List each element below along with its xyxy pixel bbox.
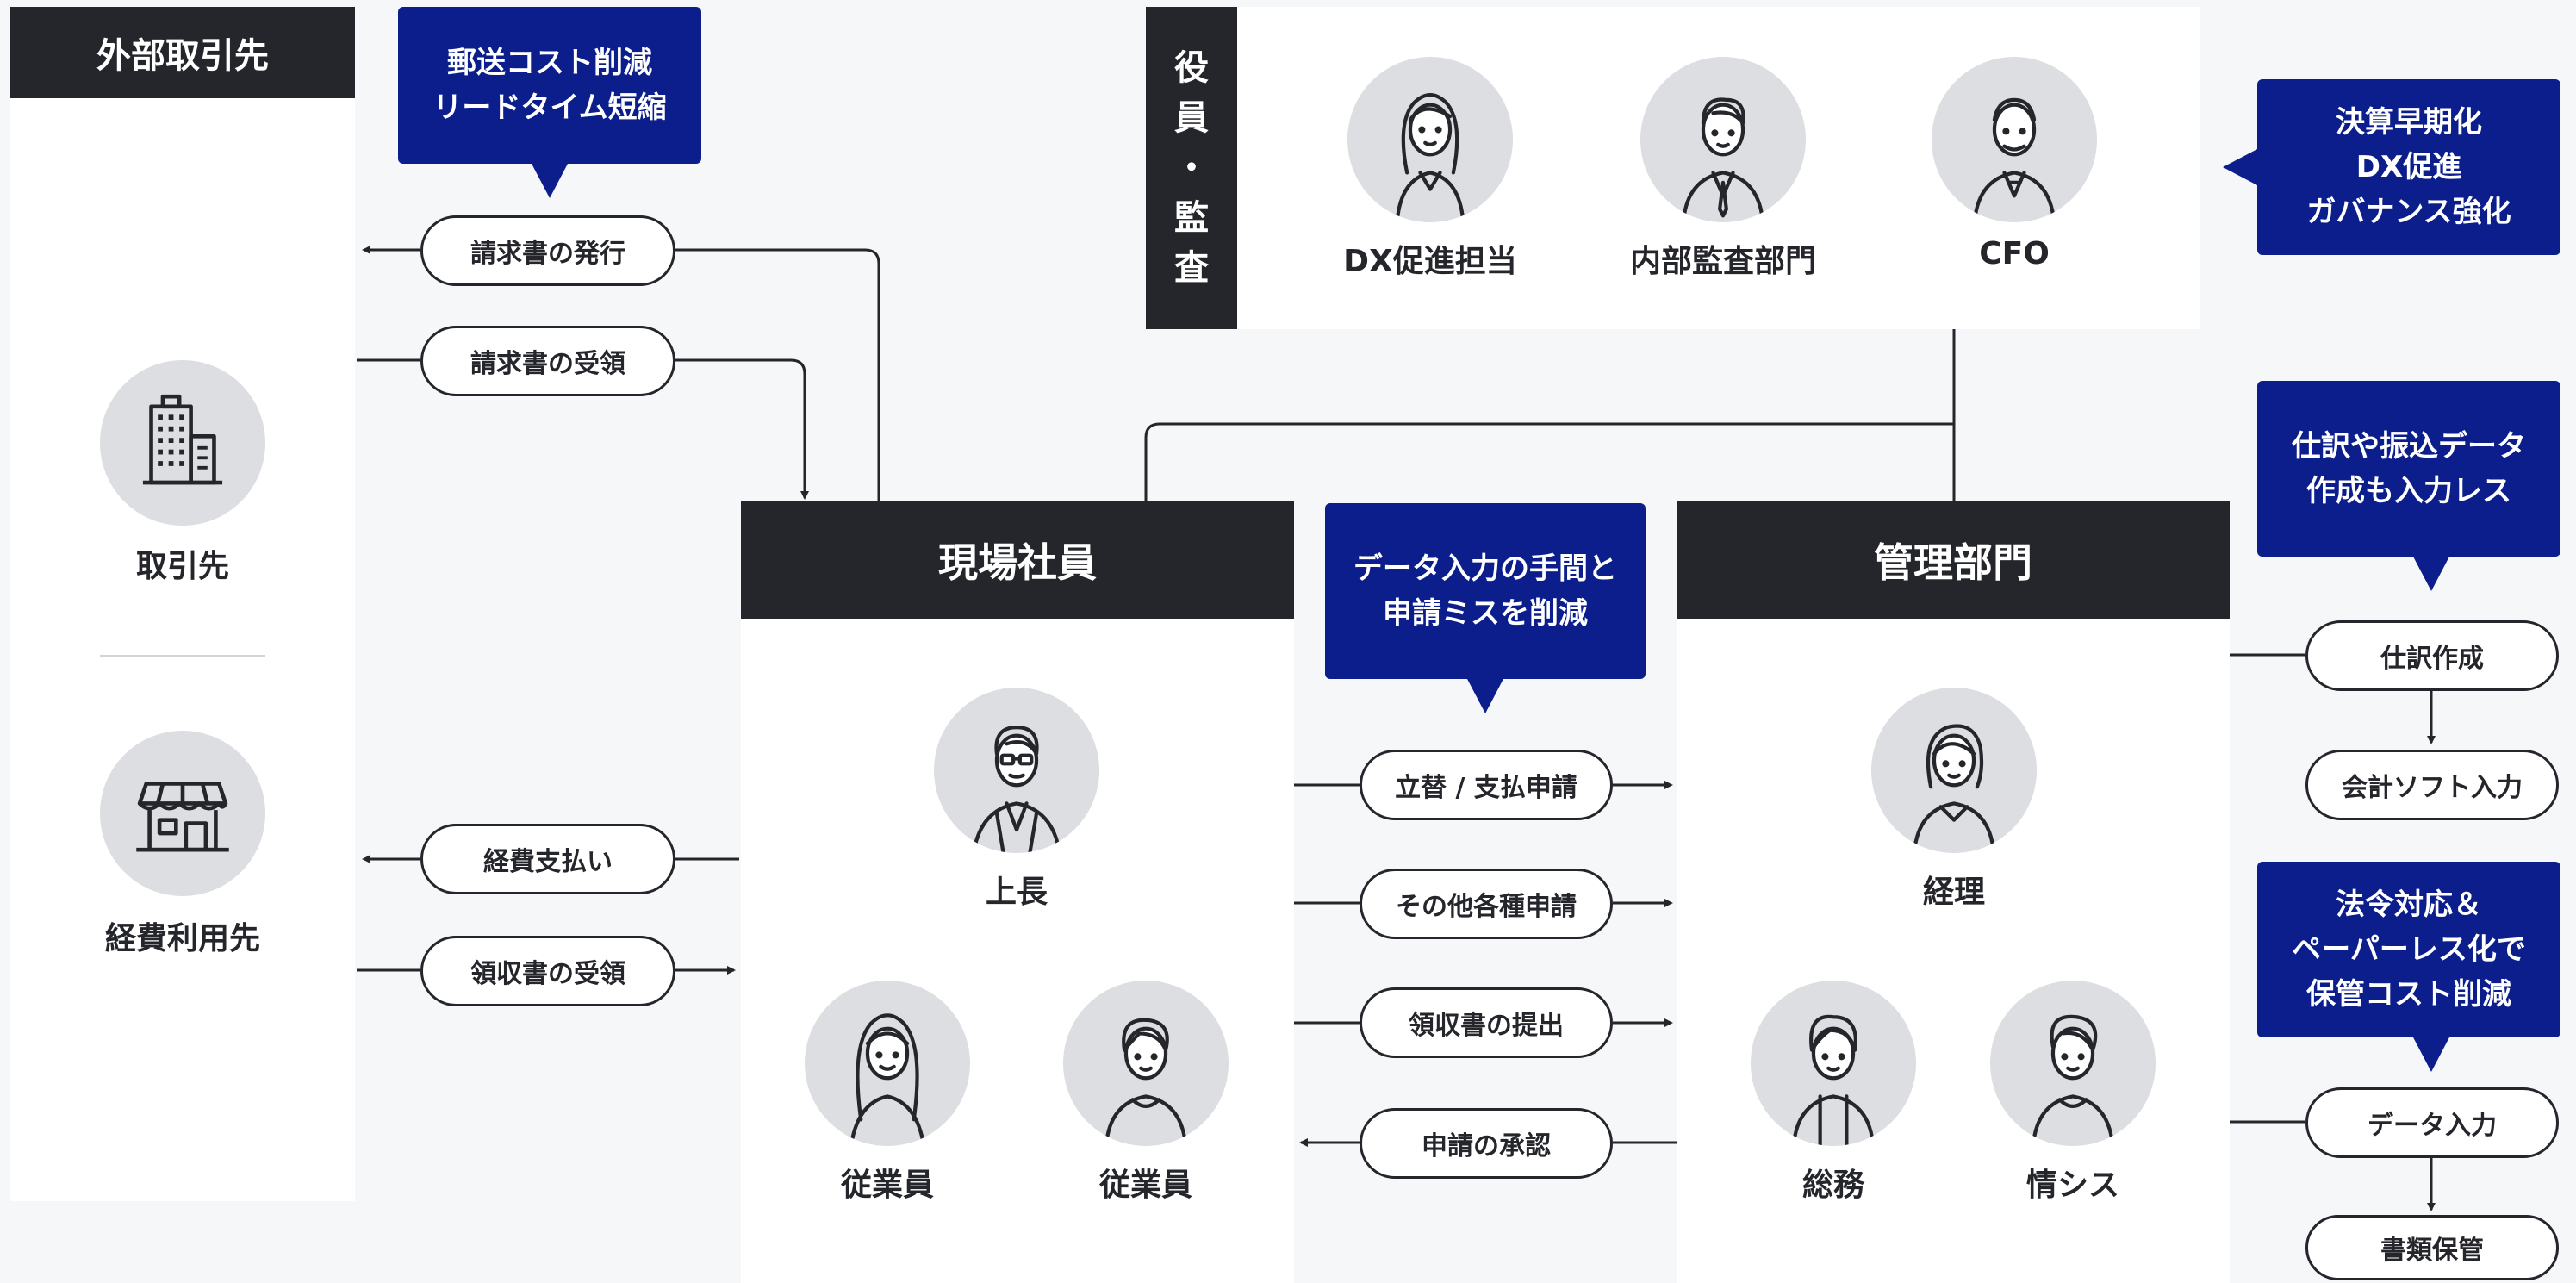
title-char: ・ [1174, 148, 1209, 188]
it-staff-avatar [1990, 981, 2156, 1146]
title-char: 査 [1174, 248, 1209, 288]
executives-title: 役 員 ・ 監 査 [1146, 7, 1237, 329]
building-icon [100, 360, 265, 526]
callout-line: ペーパーレス化で [2292, 932, 2526, 967]
flow-data-input: データ入力 [2305, 1087, 2559, 1158]
title-char: 監 [1174, 198, 1209, 238]
member-label: 経理 [1922, 875, 1985, 910]
callout-postal-cost: 郵送コスト削減 リードタイム短縮 [398, 7, 701, 164]
partner-label: 取引先 [135, 549, 229, 584]
external-partners-panel: 外部取引先 取引先 [10, 7, 355, 1201]
flow-reimbursement: 立替 / 支払申請 [1360, 750, 1613, 820]
member-label: CFO [1979, 236, 2050, 271]
member-label: DX促進担当 [1343, 244, 1517, 279]
male-employee-avatar [1063, 981, 1229, 1146]
callout-journal: 仕訳や振込データ 作成も入力レス [2257, 381, 2560, 557]
callout-line: 作成も入力レス [2306, 474, 2511, 508]
member-label: 内部監査部門 [1629, 244, 1816, 279]
callout-legal: 法令対応＆ ペーパーレス化で 保管コスト削減 [2257, 862, 2560, 1037]
senior-male-avatar [1932, 57, 2097, 222]
callout-line: 仕訳や振込データ [2292, 429, 2526, 464]
callout-line: 法令対応＆ [2336, 888, 2482, 922]
callout-pointer [531, 162, 569, 198]
flow-approval: 申請の承認 [1360, 1108, 1613, 1179]
title-char: 員 [1174, 98, 1209, 138]
general-affairs-avatar [1751, 981, 1916, 1146]
flow-invoice-receive: 請求書の受領 [420, 326, 675, 396]
flow-doc-storage: 書類保管 [2305, 1215, 2559, 1280]
member-label: 総務 [1801, 1168, 1864, 1203]
field-employees-header: 現場社員 [741, 501, 1294, 619]
callout-pointer [1466, 677, 1504, 713]
flow-expense-payment: 経費支払い [420, 824, 675, 894]
callout-pointer [2412, 1036, 2450, 1072]
callout-pointer [2412, 555, 2450, 591]
flow-invoice-issue: 請求書の発行 [420, 215, 675, 286]
external-partners-header: 外部取引先 [10, 7, 355, 98]
flow-other-requests: その他各種申請 [1360, 869, 1613, 939]
member-label: 従業員 [1098, 1168, 1192, 1203]
female-employee-avatar [805, 981, 970, 1146]
title-char: 役 [1174, 48, 1209, 88]
admin-department-header: 管理部門 [1677, 501, 2230, 619]
admin-department-panel: 管理部門 経理 総務 [1677, 501, 2230, 1283]
executives-panel: 役 員 ・ 監 査 DX促進担当 [1146, 7, 2200, 329]
female-person-avatar [1347, 57, 1513, 222]
divider [100, 655, 265, 657]
callout-closing: 決算早期化 DX促進 ガバナンス強化 [2257, 79, 2560, 255]
callout-line: 決算早期化 [2336, 105, 2482, 140]
flow-receipt-receive: 領収書の受領 [420, 936, 675, 1006]
callout-line: 郵送コスト削減 [447, 46, 652, 80]
member-label: 従業員 [840, 1168, 934, 1203]
manager-avatar [934, 688, 1099, 853]
callout-line: リードタイム短縮 [432, 90, 667, 125]
callout-line: データ入力の手間と [1353, 551, 1617, 586]
callout-line: ガバナンス強化 [2306, 195, 2511, 229]
callout-line: DX促進 [2355, 150, 2462, 184]
flow-accounting-input: 会計ソフト入力 [2305, 750, 2559, 820]
callout-line: 申請ミスを削減 [1383, 596, 1588, 631]
flow-receipt-submit: 領収書の提出 [1360, 987, 1613, 1058]
flow-journal-create: 仕訳作成 [2305, 620, 2559, 691]
callout-data-entry: データ入力の手間と 申請ミスを削減 [1325, 503, 1646, 679]
executives-header: 役 員 ・ 監 査 [1146, 7, 1237, 329]
male-person-avatar [1640, 57, 1806, 222]
callout-pointer [2223, 148, 2259, 186]
vendor-label: 経費利用先 [104, 921, 260, 956]
member-label: 上長 [985, 875, 1048, 910]
store-icon [100, 731, 265, 896]
accounting-avatar [1871, 688, 2037, 853]
callout-line: 保管コスト削減 [2306, 977, 2511, 1012]
field-employees-panel: 現場社員 上長 従業員 [741, 501, 1294, 1283]
member-label: 情シス [2025, 1168, 2119, 1203]
